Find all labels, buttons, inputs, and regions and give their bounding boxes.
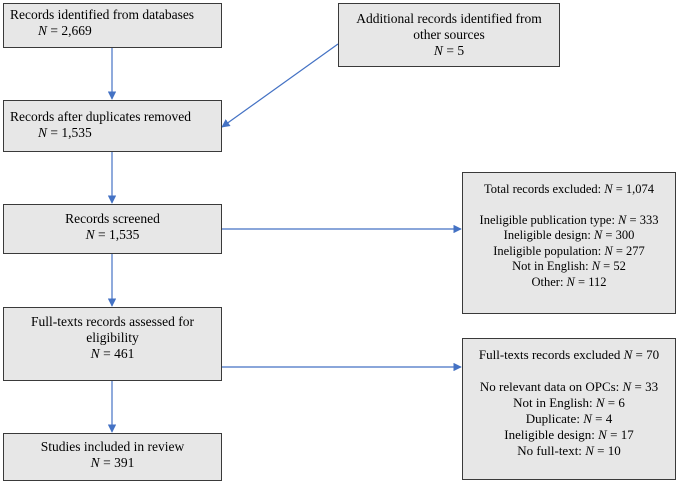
fulltexts-assessed-box: Full-texts records assessed for eligibil… xyxy=(3,307,222,381)
arrow-additional-to-deduplicated xyxy=(221,43,339,128)
records-screened-title: Records screened xyxy=(65,211,160,226)
total-records-excluded-box: Total records excluded: N = 1,074 Inelig… xyxy=(462,172,676,314)
fulltext-exclusion-item: No full-text: N = 10 xyxy=(517,443,621,458)
additional-records-box: Additional records identified from other… xyxy=(338,3,560,67)
fulltext-exclusion-item: No relevant data on OPCs: N = 33 xyxy=(479,379,659,394)
additional-records-title-line1: Additional records identified from xyxy=(356,11,542,26)
fulltext-exclusion-item: Not in English: N = 6 xyxy=(513,395,625,410)
fulltext-exclusion-item: Duplicate: N = 4 xyxy=(525,411,613,426)
fulltexts-assessed-title-line2: eligibility xyxy=(86,330,139,345)
fulltexts-excluded-header: Full-texts records excluded N = 70 xyxy=(478,347,660,362)
studies-included-box: Studies included in review N = 391 xyxy=(3,433,222,481)
fulltexts-excluded-box: Full-texts records excluded N = 70 No re… xyxy=(462,338,676,480)
records-after-duplicates-count: N = 1,535 xyxy=(38,125,92,140)
excluded-reason-item: Ineligible design: N = 300 xyxy=(503,228,635,242)
records-screened-count: N = 1,535 xyxy=(85,227,140,242)
additional-records-title-line2: other sources xyxy=(413,27,485,42)
records-identified-box: Records identified from databases N = 2,… xyxy=(3,3,222,48)
fulltexts-assessed-count: N = 461 xyxy=(90,346,135,361)
studies-included-count: N = 391 xyxy=(90,455,135,470)
records-identified-title: Records identified from databases xyxy=(10,7,195,22)
excluded-reason-item: Ineligible publication type: N = 333 xyxy=(479,212,659,227)
total-records-excluded-header: Total records excluded: N = 1,074 xyxy=(483,182,655,196)
additional-records-count: N = 5 xyxy=(433,43,465,58)
excluded-reason-item: Ineligible population: N = 277 xyxy=(493,243,645,258)
excluded-reason-item: Other: N = 112 xyxy=(531,274,607,289)
fulltext-exclusion-item: Ineligible design: N = 17 xyxy=(504,427,634,442)
studies-included-title: Studies included in review xyxy=(40,439,185,454)
excluded-reason-item: Not in English: N = 52 xyxy=(512,259,626,273)
fulltexts-assessed-title-line1: Full-texts records assessed for xyxy=(30,314,195,329)
records-identified-count: N = 2,669 xyxy=(38,23,92,38)
records-screened-box: Records screened N = 1,535 xyxy=(3,204,222,254)
records-after-duplicates-title: Records after duplicates removed xyxy=(10,109,192,124)
records-after-duplicates-box: Records after duplicates removed N = 1,5… xyxy=(3,100,222,152)
